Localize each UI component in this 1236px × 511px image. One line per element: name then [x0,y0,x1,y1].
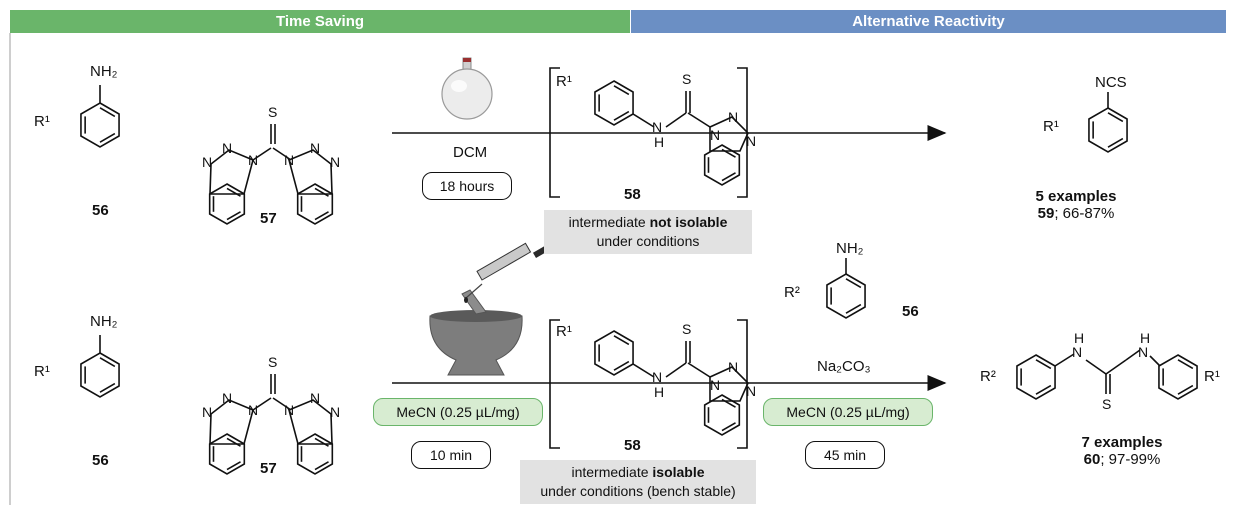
n1-label: N [284,152,295,168]
s-label: S [682,321,692,337]
compound-56-row1: 56 [92,202,109,219]
time-10-min: 10 min [411,441,491,469]
round-bottom-flask-icon [441,57,493,120]
r2-label: R² [784,284,800,301]
triazole-2-1 [288,399,333,445]
bracket-right-row1 [737,67,748,198]
n3-label: N [330,154,341,170]
n-label: N [710,377,721,393]
n2-label: N [222,140,233,156]
aniline-reagent-ring [826,273,866,319]
nh2-label: NH₂ [836,240,864,257]
compound-58-row2: 58 [624,437,641,454]
triazole-1-0 [209,149,254,195]
r2-label: R² [980,368,996,385]
aryl-ring-1 [594,80,634,126]
triazole-2-0 [209,399,254,445]
n2-label: N [310,390,321,406]
product59-ring [1088,107,1128,153]
n2-label: N [222,390,233,406]
triazole-1-1 [288,149,333,195]
h-label: H [654,134,665,150]
r1-label: R¹ [556,73,572,90]
bracket-right-row2 [737,319,748,449]
s-label: S [682,71,692,87]
liquid-mecn-row2: MeCN (0.25 µL/mg) [373,398,543,426]
triazole-int-2 [709,366,749,402]
bracket-left-row2 [549,319,560,449]
benzo-ring-2 [703,394,741,436]
benzo-ring-1 [703,144,741,186]
compound-57-row2: 57 [260,460,277,477]
header-time-saving: Time Saving [10,10,630,33]
r1-label: R¹ [1043,118,1059,135]
n3-label: N [202,404,213,420]
n3-label: N [330,404,341,420]
time-45-min: 45 min [805,441,885,469]
syringe-icon [464,242,550,303]
r1-label: R¹ [34,113,50,130]
compound-56-reagent: 56 [902,303,919,320]
s-label: S [1102,396,1112,412]
aniline-ring-1 [80,102,120,148]
nh-label: N [1138,344,1149,360]
r1-label: R¹ [556,323,572,340]
n3-label: N [202,154,213,170]
thiourea-right-ring [1158,354,1198,400]
bracket-left-row1 [549,67,560,198]
n-label: N [746,383,757,399]
thione-s-label: S [268,354,278,370]
nh-label: N [652,119,663,135]
time-18-hours: 18 hours [422,172,512,200]
thiourea-left-ring [1016,354,1056,400]
compound-58-row1: 58 [624,186,641,203]
aniline-ring-2 [80,352,120,398]
mortar-and-pestle-icon [429,289,523,376]
h-label: H [1140,330,1151,346]
n-label: N [710,127,721,143]
liquid-mecn-step2: MeCN (0.25 µL/mg) [763,398,933,426]
r1-label: R¹ [34,363,50,380]
compound-56-row2: 56 [92,452,109,469]
n-label: N [746,133,757,149]
thione-s-label: S [268,104,278,120]
n1-label: N [284,402,295,418]
nh2-label: NH₂ [90,63,118,80]
aryl-ring-2 [594,330,634,376]
nh2-label: NH₂ [90,313,118,330]
n1-label: N [248,402,259,418]
n-label: N [728,359,739,375]
nh-label: N [1072,344,1083,360]
ncs-label: NCS [1095,74,1127,91]
h-label: H [1074,330,1085,346]
n-label: N [728,109,739,125]
triazole-int-1 [709,116,749,152]
solvent-dcm: DCM [453,144,488,161]
header-alternative-reactivity: Alternative Reactivity [631,10,1226,33]
h-label: H [654,384,665,400]
n2-label: N [310,140,321,156]
benzotriazole-ring-1-1 [296,183,334,225]
r1-label: R¹ [1204,368,1220,385]
base-na2co3: Na₂CO₃ [817,358,871,375]
benzotriazole-ring-2-0 [208,433,246,475]
n1-label: N [248,152,259,168]
nh-label: N [652,369,663,385]
benzotriazole-ring-1-0 [208,183,246,225]
benzotriazole-ring-2-1 [296,433,334,475]
compound-57-row1: 57 [260,210,277,227]
